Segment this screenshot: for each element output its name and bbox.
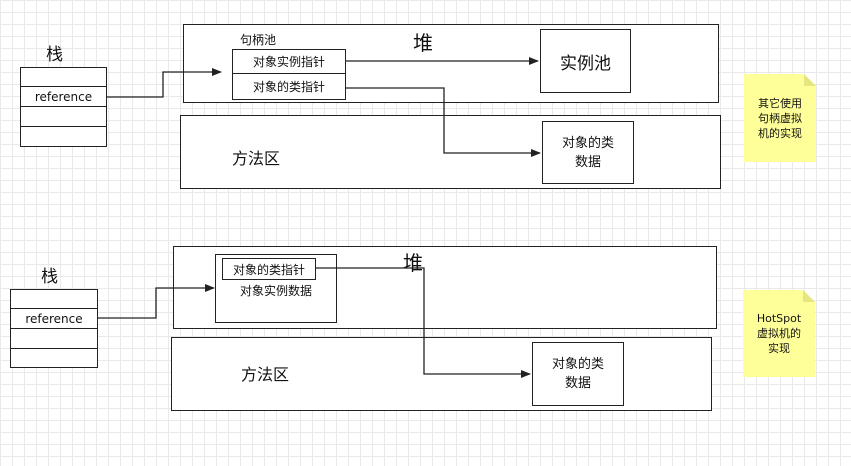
note-text-1: 其它使用 句柄虚拟 机的实现 [758, 96, 802, 140]
type-pointer-cell-1: 对象的类指针 [232, 73, 346, 100]
type-pointer-label-2: 对象的类指针 [232, 262, 305, 277]
class-data-label-2: 对象的类 数据 [551, 357, 604, 391]
class-data-box-2: 对象的类 数据 [532, 342, 624, 406]
arrow-type-ptr-to-class-data-1 [346, 87, 541, 157]
stack-cell [20, 126, 107, 147]
class-data-label-1: 对象的类 数据 [561, 135, 614, 170]
instance-data-label: 对象实例数据 [240, 284, 313, 298]
reference-label-2: reference [25, 311, 83, 326]
instance-pointer-label: 对象实例指针 [252, 55, 325, 69]
stack-cell-reference: reference [10, 308, 98, 329]
stack-label-2: 栈 [41, 267, 58, 287]
instance-pool-label: 实例池 [560, 53, 611, 74]
heap-label-2: 堆 [403, 251, 423, 275]
type-pointer-cell-2: 对象的类指针 [222, 258, 316, 280]
stack-label-1: 栈 [46, 45, 63, 65]
arrow-reference-to-handle [107, 68, 222, 98]
arrow-type-ptr-to-class-data-2 [316, 267, 531, 378]
arrow-reference-to-object [98, 284, 215, 319]
stack-cell-reference: reference [20, 86, 107, 107]
instance-pointer-cell: 对象实例指针 [232, 49, 346, 74]
method-area-label-2: 方法区 [241, 365, 290, 384]
reference-label-1: reference [34, 89, 93, 104]
type-pointer-label-1: 对象的类指针 [252, 80, 325, 94]
stack-cell [10, 348, 98, 368]
class-data-box-1: 对象的类 数据 [542, 121, 634, 184]
method-area-label-1: 方法区 [232, 149, 281, 168]
sticky-note-2: HotSpot 虚拟机的 实现 [743, 290, 815, 377]
sticky-note-1: 其它使用 句柄虚拟 机的实现 [744, 74, 816, 162]
instance-pool: 实例池 [540, 29, 631, 93]
note-text-2: HotSpot 虚拟机的 实现 [756, 312, 802, 355]
handle-pool-label: 句柄池 [240, 33, 277, 47]
heap-label-1: 堆 [413, 31, 433, 55]
